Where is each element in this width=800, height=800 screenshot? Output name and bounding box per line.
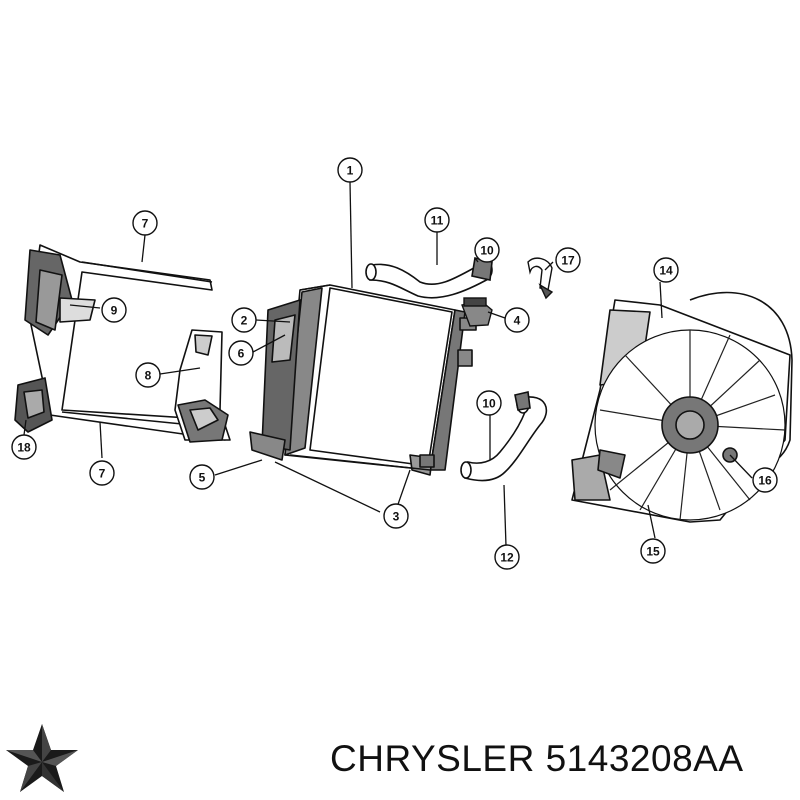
radiator bbox=[249, 284, 477, 476]
callout-10-top: 10 bbox=[474, 237, 500, 263]
callout-8: 8 bbox=[135, 362, 161, 388]
upper-hose bbox=[365, 257, 493, 299]
callout-7-bottom: 7 bbox=[89, 460, 115, 486]
brand-part-title: CHRYSLER 5143208AA bbox=[330, 738, 744, 780]
svg-text:7: 7 bbox=[142, 217, 149, 231]
callout-16: 16 bbox=[752, 467, 778, 493]
svg-text:18: 18 bbox=[17, 441, 31, 455]
callout-2: 2 bbox=[231, 307, 257, 333]
callouts: 1 2 3 4 5 6 7 7 8 9 10 10 11 12 14 15 16… bbox=[11, 157, 778, 570]
brand-name: CHRYSLER bbox=[330, 738, 535, 779]
callout-4: 4 bbox=[504, 307, 530, 333]
callout-1: 1 bbox=[337, 157, 363, 183]
callout-15: 15 bbox=[640, 538, 666, 564]
svg-text:16: 16 bbox=[758, 474, 772, 488]
radiator-cap bbox=[461, 297, 493, 327]
callout-9: 9 bbox=[101, 297, 127, 323]
svg-text:5: 5 bbox=[199, 471, 206, 485]
callout-5: 5 bbox=[189, 464, 215, 490]
svg-text:8: 8 bbox=[145, 369, 152, 383]
callout-17: 17 bbox=[555, 247, 581, 273]
svg-text:3: 3 bbox=[393, 510, 400, 524]
svg-text:14: 14 bbox=[659, 264, 673, 278]
svg-text:17: 17 bbox=[561, 254, 575, 268]
svg-text:11: 11 bbox=[431, 214, 444, 228]
chrysler-pentastar-icon bbox=[6, 724, 78, 792]
svg-text:2: 2 bbox=[241, 314, 248, 328]
svg-text:12: 12 bbox=[500, 551, 514, 565]
svg-text:1: 1 bbox=[347, 164, 354, 178]
callout-14: 14 bbox=[653, 257, 679, 283]
svg-text:4: 4 bbox=[514, 314, 521, 328]
callout-12: 12 bbox=[494, 544, 520, 570]
svg-text:10: 10 bbox=[482, 397, 496, 411]
part-number: 5143208AA bbox=[545, 738, 744, 779]
svg-text:6: 6 bbox=[238, 347, 245, 361]
hose-clip bbox=[527, 257, 554, 300]
callout-3: 3 bbox=[383, 503, 409, 529]
svg-text:10: 10 bbox=[480, 244, 494, 258]
callout-6: 6 bbox=[228, 340, 254, 366]
callout-7-top: 7 bbox=[132, 210, 158, 236]
callout-18: 18 bbox=[11, 434, 37, 460]
svg-text:15: 15 bbox=[646, 545, 660, 559]
svg-text:7: 7 bbox=[99, 467, 106, 481]
leader-lines bbox=[23, 181, 753, 547]
svg-text:9: 9 bbox=[111, 304, 118, 318]
air-baffle-assembly bbox=[14, 244, 231, 443]
callout-11: 11 bbox=[424, 207, 450, 233]
fan-shroud-assembly bbox=[571, 291, 793, 523]
lower-hose bbox=[460, 391, 548, 482]
callout-10-bottom: 10 bbox=[476, 390, 502, 416]
